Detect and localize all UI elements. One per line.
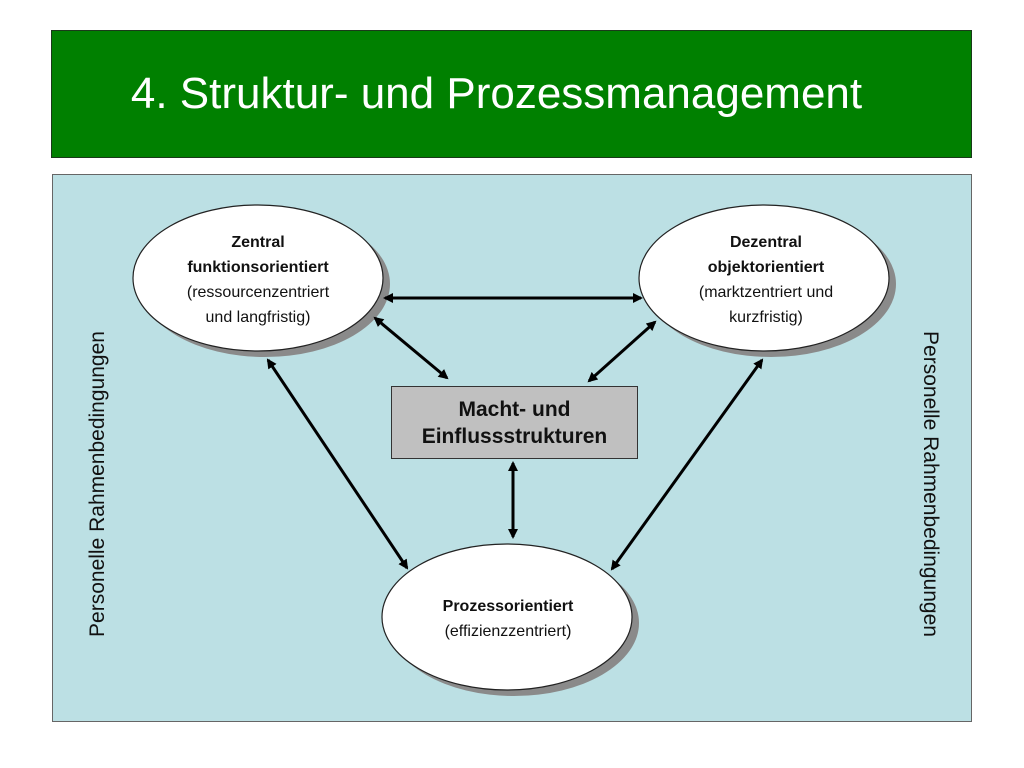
node-dezentral-sub-2: kurzfristig) <box>729 309 803 326</box>
node-zentral-text: Zentral funktionsorientiert (ressourcenz… <box>187 230 329 330</box>
slide-title: 4. Struktur- und Prozessmanagement <box>130 69 863 118</box>
node-prozess-sub: (effizienzzentriert) <box>444 623 572 640</box>
node-zentral-sub-1: (ressourcenzentriert <box>186 284 330 301</box>
title-bar: 4. Struktur- und Prozessmanagement <box>51 30 972 158</box>
node-dezentral-sub-1: (marktzentriert und <box>698 284 834 301</box>
node-prozess-text: Prozessorientiert (effizienzzentriert) <box>443 594 574 644</box>
node-dezentral-title-1: Dezentral <box>729 234 803 251</box>
arrow-dezentral-center <box>587 320 657 383</box>
center-box: Macht- und Einflussstrukturen <box>391 386 638 459</box>
node-dezentral-title-2: objektorientiert <box>707 259 825 276</box>
side-label-left: Personelle Rahmenbedingungen <box>86 331 109 637</box>
arrow-zentral-center <box>373 316 449 380</box>
center-box-line1: Macht- und <box>458 397 571 421</box>
node-zentral-title-1: Zentral <box>231 234 285 251</box>
node-zentral-sub-2: und langfristig) <box>205 309 311 326</box>
node-prozess-title: Prozessorientiert <box>442 598 574 615</box>
node-zentral-title-2: funktionsorientiert <box>187 259 329 276</box>
arrow-dezentral-prozess <box>610 358 764 571</box>
node-dezentral-text: Dezentral objektorientiert (marktzentrie… <box>699 230 833 330</box>
node-zentral <box>132 204 384 352</box>
node-dezentral <box>638 204 890 352</box>
side-label-right: Personelle Rahmenbedingungen <box>919 331 942 637</box>
center-box-line2: Einflussstrukturen <box>421 424 608 448</box>
node-prozess <box>381 543 633 691</box>
arrow-zentral-prozess <box>266 358 409 570</box>
